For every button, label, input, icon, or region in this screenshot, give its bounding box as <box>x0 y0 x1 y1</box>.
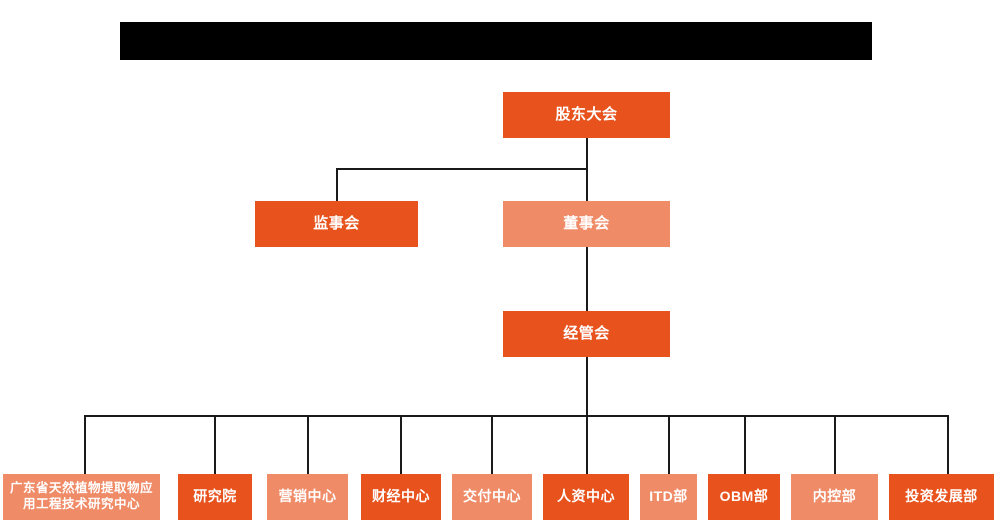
node-management-committee[interactable]: 经管会 <box>503 311 670 357</box>
node-board-of-directors[interactable]: 董事会 <box>503 201 670 247</box>
node-guangdong-research-center[interactable]: 广东省天然植物提取物应用工程技术研究中心 <box>3 474 160 520</box>
connector-leaf-drop-2 <box>214 415 216 474</box>
connector-leaf-drop-3 <box>307 415 309 474</box>
connector-leaf-drop-8 <box>744 415 746 474</box>
node-internal-control-department[interactable]: 内控部 <box>791 474 878 520</box>
node-research-institute[interactable]: 研究院 <box>178 474 252 520</box>
node-marketing-center[interactable]: 营销中心 <box>267 474 348 520</box>
connector-leaf-drop-7 <box>668 415 670 474</box>
connector-shareholders-down <box>586 138 588 169</box>
connector-level2-bus <box>336 168 588 170</box>
connector-leaf-drop-6 <box>586 415 588 474</box>
connector-leaf-drop-1 <box>84 415 86 474</box>
node-finance-center[interactable]: 财经中心 <box>361 474 441 520</box>
redacted-title-bar <box>120 22 872 60</box>
connector-leaf-drop-10 <box>947 415 949 474</box>
connector-leaf-drop-9 <box>834 415 836 474</box>
node-shareholders-meeting[interactable]: 股东大会 <box>503 92 670 138</box>
connector-leaf-drop-5 <box>491 415 493 474</box>
node-investment-development-department[interactable]: 投资发展部 <box>889 474 994 520</box>
connector-supervisors-down <box>336 168 338 201</box>
connector-directors-to-management <box>586 247 588 311</box>
node-board-of-supervisors[interactable]: 监事会 <box>255 201 418 247</box>
connector-directors-down <box>586 168 588 201</box>
node-itd-department[interactable]: ITD部 <box>640 474 697 520</box>
connector-management-down <box>586 357 588 416</box>
connector-leaf-drop-4 <box>400 415 402 474</box>
node-obm-department[interactable]: OBM部 <box>708 474 780 520</box>
node-delivery-center[interactable]: 交付中心 <box>452 474 532 520</box>
node-hr-center[interactable]: 人资中心 <box>543 474 629 520</box>
connector-leaf-bus <box>84 415 948 417</box>
